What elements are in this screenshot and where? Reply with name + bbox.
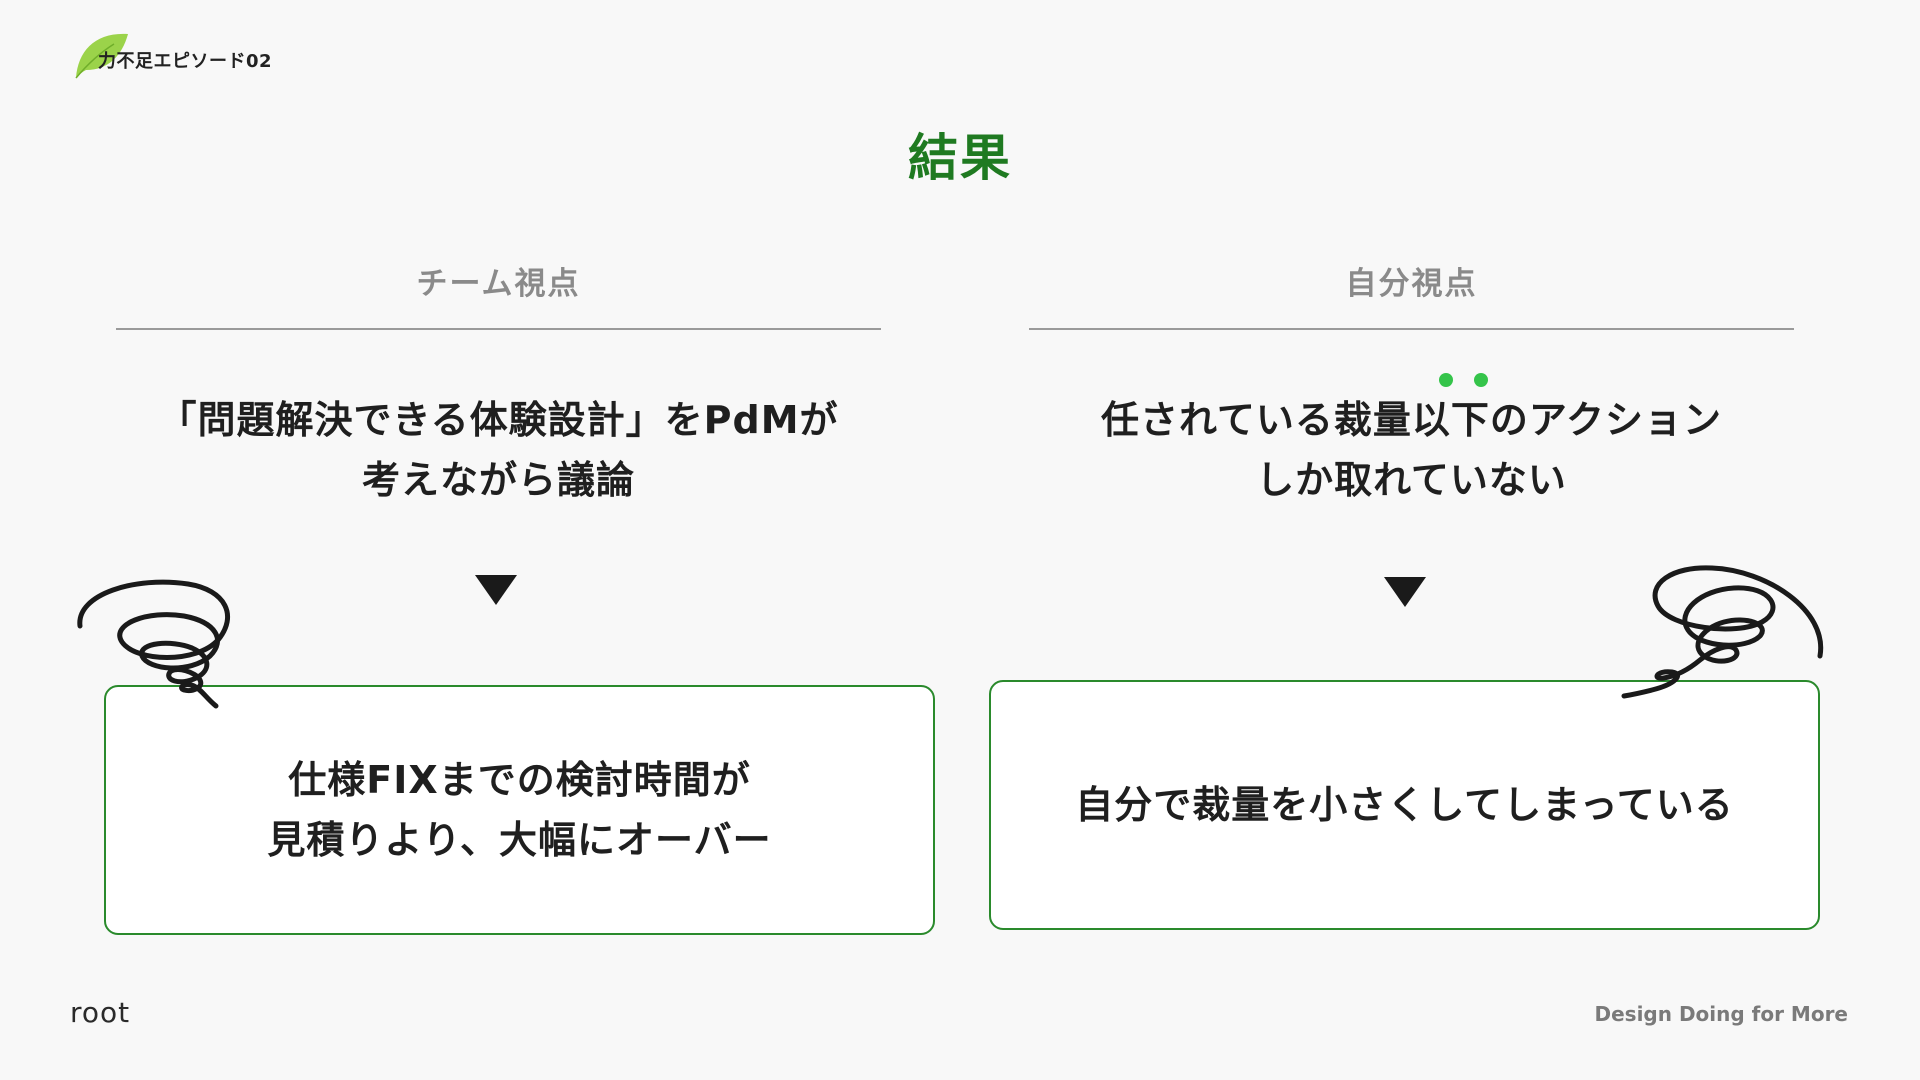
self-heading-divider <box>1029 328 1794 330</box>
emphasis-dot <box>1439 373 1453 387</box>
leaf-icon <box>75 33 128 79</box>
page-title: 結果 <box>908 129 1012 187</box>
self-statement-line1: 任されている裁量以下のアクション <box>1101 398 1722 442</box>
self-result-box: 自分で裁量を小さくしてしまっている <box>989 680 1820 930</box>
root-logo: root <box>70 996 131 1029</box>
team-result-line1: 仕様FIXまでの検討時間が <box>288 758 751 802</box>
self-statement-line2: しか取れていない <box>1256 458 1567 502</box>
self-result-text: 自分で裁量を小さくしてしまっている <box>1075 775 1733 835</box>
self-result-line1: 自分で裁量を小さくしてしまっている <box>1075 783 1734 827</box>
team-statement: 「問題解決できる体験設計」をPdMが 考えながら議論 <box>116 390 881 510</box>
team-statement-line2: 考えながら議論 <box>361 458 635 502</box>
triangle-down-icon <box>1384 577 1426 607</box>
team-statement-line1: 「問題解決できる体験設計」をPdMが <box>158 398 839 442</box>
scribble-swirl-icon <box>77 579 231 709</box>
footer-tagline: Design Doing for More <box>1594 1002 1849 1026</box>
triangle-down-icon <box>475 575 517 605</box>
emphasis-dot <box>1474 373 1488 387</box>
team-result-text: 仕様FIXまでの検討時間が 見積りより、大幅にオーバー <box>267 750 771 870</box>
team-perspective-heading: チーム視点 <box>416 266 581 302</box>
team-heading-divider <box>116 328 881 330</box>
self-statement: 任されている裁量以下のアクション しか取れていない <box>1029 390 1794 510</box>
team-result-box: 仕様FIXまでの検討時間が 見積りより、大幅にオーバー <box>104 685 935 935</box>
episode-label: 力不足エピソード02 <box>98 51 273 72</box>
episode-tag: 力不足エピソード02 <box>74 28 334 82</box>
team-result-line2: 見積りより、大幅にオーバー <box>267 818 772 862</box>
scribble-swirl-icon <box>1621 565 1824 699</box>
self-perspective-heading: 自分視点 <box>1345 266 1478 302</box>
